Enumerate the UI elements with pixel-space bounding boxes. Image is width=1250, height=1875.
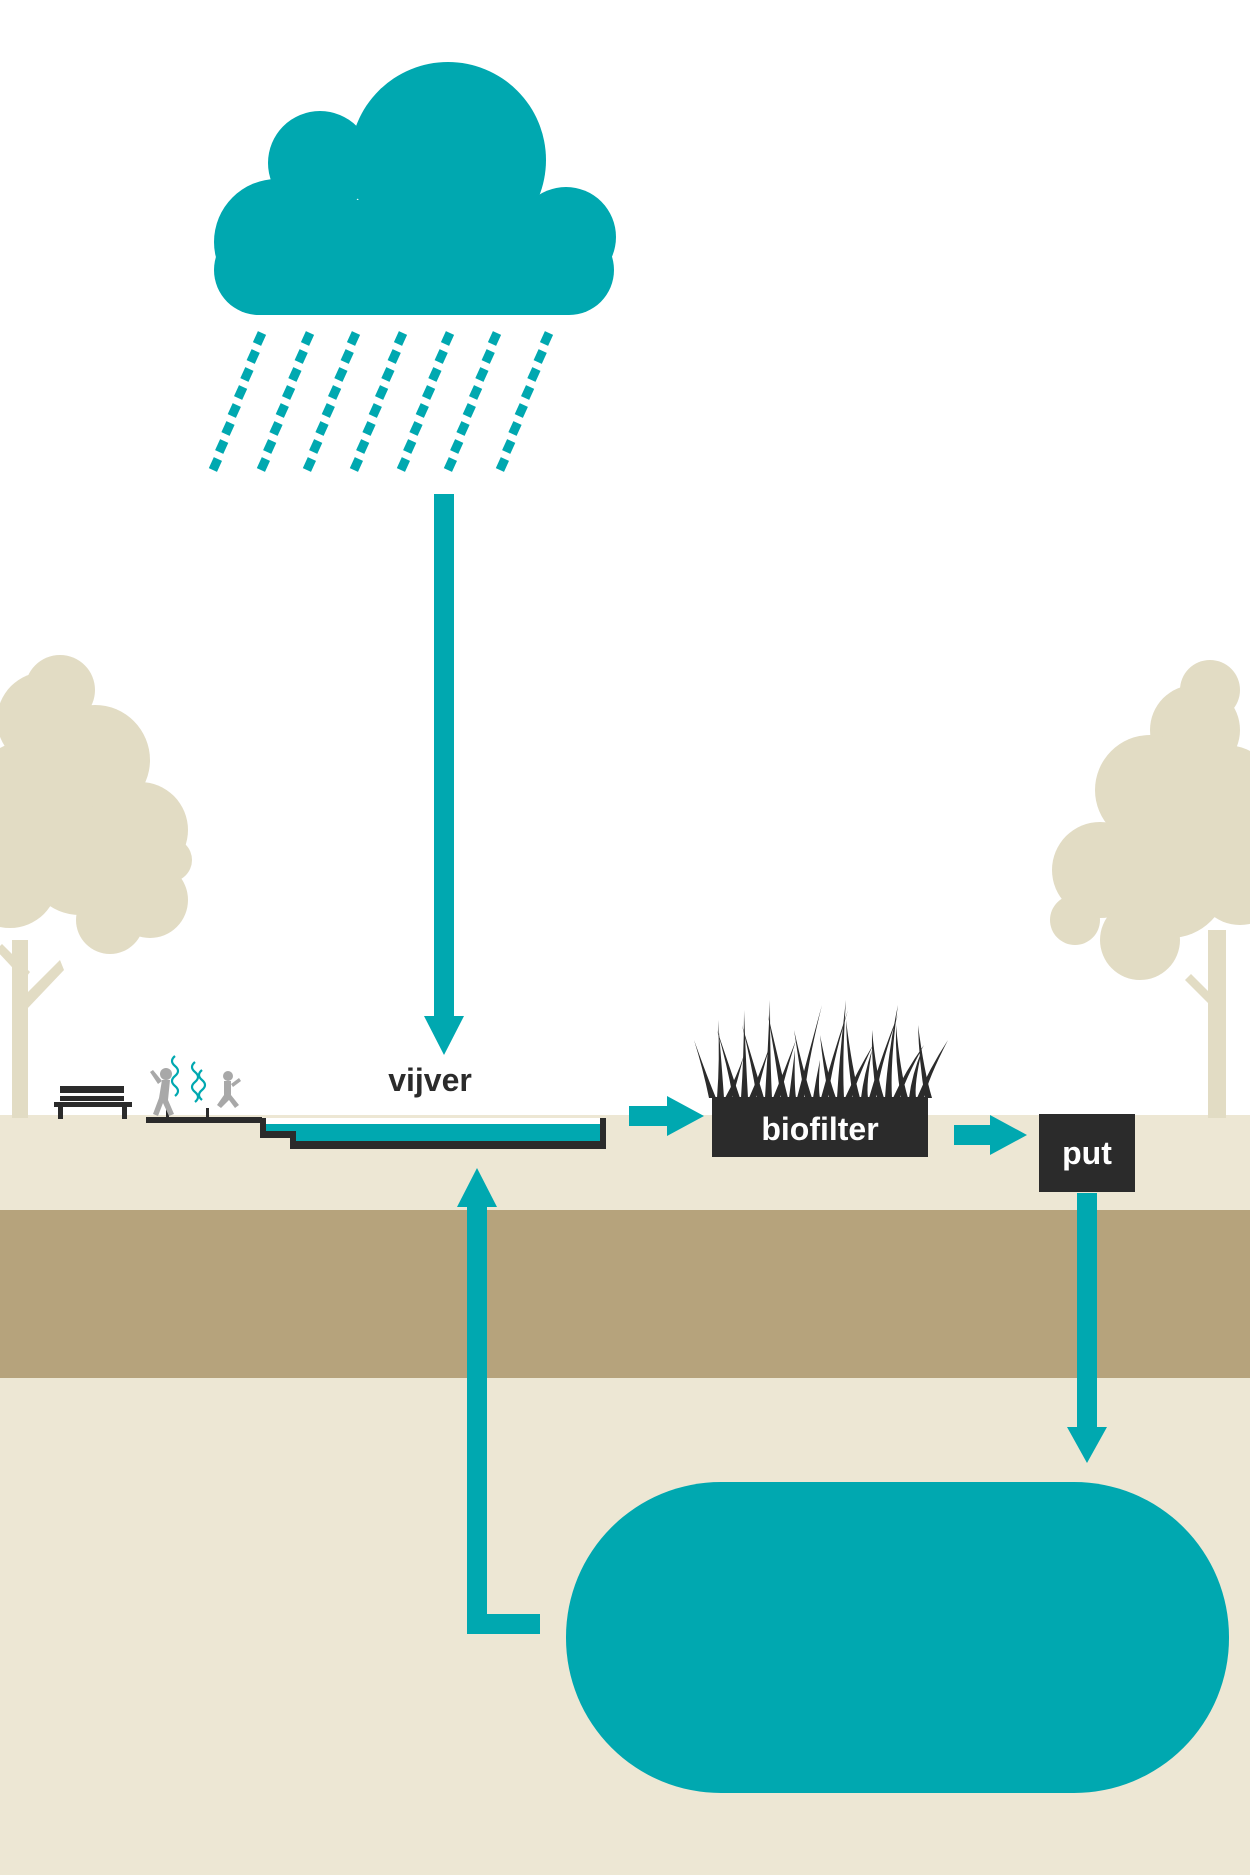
rain-dash <box>368 403 382 418</box>
rain-dash <box>362 421 376 436</box>
rain-dash <box>475 367 489 382</box>
rain-dash <box>234 385 248 400</box>
rain-dash <box>256 457 270 472</box>
grass-icon <box>694 1000 948 1098</box>
rain-dash <box>309 439 323 454</box>
grass-blade <box>741 1010 748 1098</box>
rain-dash <box>208 457 222 472</box>
grass-blade <box>717 1020 724 1098</box>
grass-blade <box>820 1035 836 1098</box>
rain-dash <box>393 331 408 346</box>
arrow-icon-rain-to-pond <box>424 494 464 1055</box>
grass-blade <box>846 1020 860 1098</box>
cloud-icon <box>214 62 616 315</box>
rain-dash <box>443 457 457 472</box>
rain-dash <box>221 421 235 436</box>
rain-dash <box>481 349 495 364</box>
rain-dash <box>387 349 401 364</box>
rain-dash <box>263 439 277 454</box>
arrow-icon-well-to-tank <box>1067 1193 1107 1463</box>
rain-dash <box>356 439 370 454</box>
storage-tank <box>566 1482 1229 1793</box>
rain-dash <box>294 349 308 364</box>
rain-dash <box>315 421 329 436</box>
rain-dash <box>403 439 417 454</box>
rain-dash <box>539 331 554 346</box>
rain-dash <box>422 385 436 400</box>
pond-basin <box>260 1118 606 1149</box>
rain-dash <box>495 457 509 472</box>
rain-dash <box>246 349 260 364</box>
rain-dash <box>428 367 442 382</box>
pond-label: vijver <box>388 1062 472 1098</box>
rain-dash <box>434 349 448 364</box>
rain-dash <box>227 403 241 418</box>
well-label: put <box>1062 1135 1112 1171</box>
rain-dash <box>340 349 354 364</box>
biofilter-box <box>712 1097 928 1157</box>
rain-dash <box>396 457 410 472</box>
grass-blade <box>813 1060 820 1098</box>
rain-dash <box>215 439 229 454</box>
rain-dash <box>349 457 363 472</box>
biofilter-label: biofilter <box>761 1111 878 1147</box>
grass-blade <box>871 1030 884 1098</box>
rain-dash <box>334 367 348 382</box>
grass-blade <box>885 1005 898 1098</box>
arrow-icon-biofilter-to-well <box>954 1115 1027 1155</box>
grass-blade <box>765 1000 772 1098</box>
tree-icon-left <box>0 655 192 1118</box>
rain-dash <box>521 385 535 400</box>
rain-dash <box>275 403 289 418</box>
rain-dash <box>514 403 528 418</box>
rain-dash <box>462 403 476 418</box>
rain-dash <box>440 331 455 346</box>
rain-dash <box>456 421 470 436</box>
grass-blade <box>918 1025 932 1098</box>
rain-dash <box>300 331 315 346</box>
rain-dash <box>508 421 522 436</box>
people-icon <box>146 1055 262 1123</box>
rain-dash <box>302 457 316 472</box>
rain-dash <box>502 439 516 454</box>
rain-dash <box>375 385 389 400</box>
rain-dash <box>450 439 464 454</box>
rain-dash <box>381 367 395 382</box>
rain-dash <box>252 331 267 346</box>
arrow-icon-pond-to-biofilter <box>629 1096 704 1136</box>
rain-dash <box>469 385 483 400</box>
grass-blade <box>909 1050 922 1098</box>
grass-blade <box>794 1030 812 1098</box>
bench-icon <box>54 1086 132 1119</box>
rain-dash <box>415 403 429 418</box>
grass-blade <box>694 1040 716 1098</box>
rain-dash <box>533 349 547 364</box>
rain-dash <box>269 421 283 436</box>
rain-dash <box>487 331 502 346</box>
well-box <box>1039 1114 1135 1192</box>
rain-dash <box>346 331 361 346</box>
grass-blade <box>837 1000 846 1098</box>
rain-dash <box>282 385 296 400</box>
rain-dash <box>328 385 342 400</box>
tree-icon-right <box>1050 660 1250 1118</box>
grass-blade <box>789 1050 796 1098</box>
ground-clay-layer <box>0 1210 1250 1378</box>
rain-dash <box>288 367 302 382</box>
rain-dash <box>409 421 423 436</box>
rain-dash <box>527 367 541 382</box>
rain-dash <box>321 403 335 418</box>
grass-blade <box>895 1025 908 1098</box>
rain-dash <box>240 367 254 382</box>
grass-blade <box>861 1050 872 1098</box>
arrow-icon-tank-to-pond <box>457 1168 540 1634</box>
grass-blade <box>717 1030 740 1098</box>
rain-icon <box>208 331 554 472</box>
